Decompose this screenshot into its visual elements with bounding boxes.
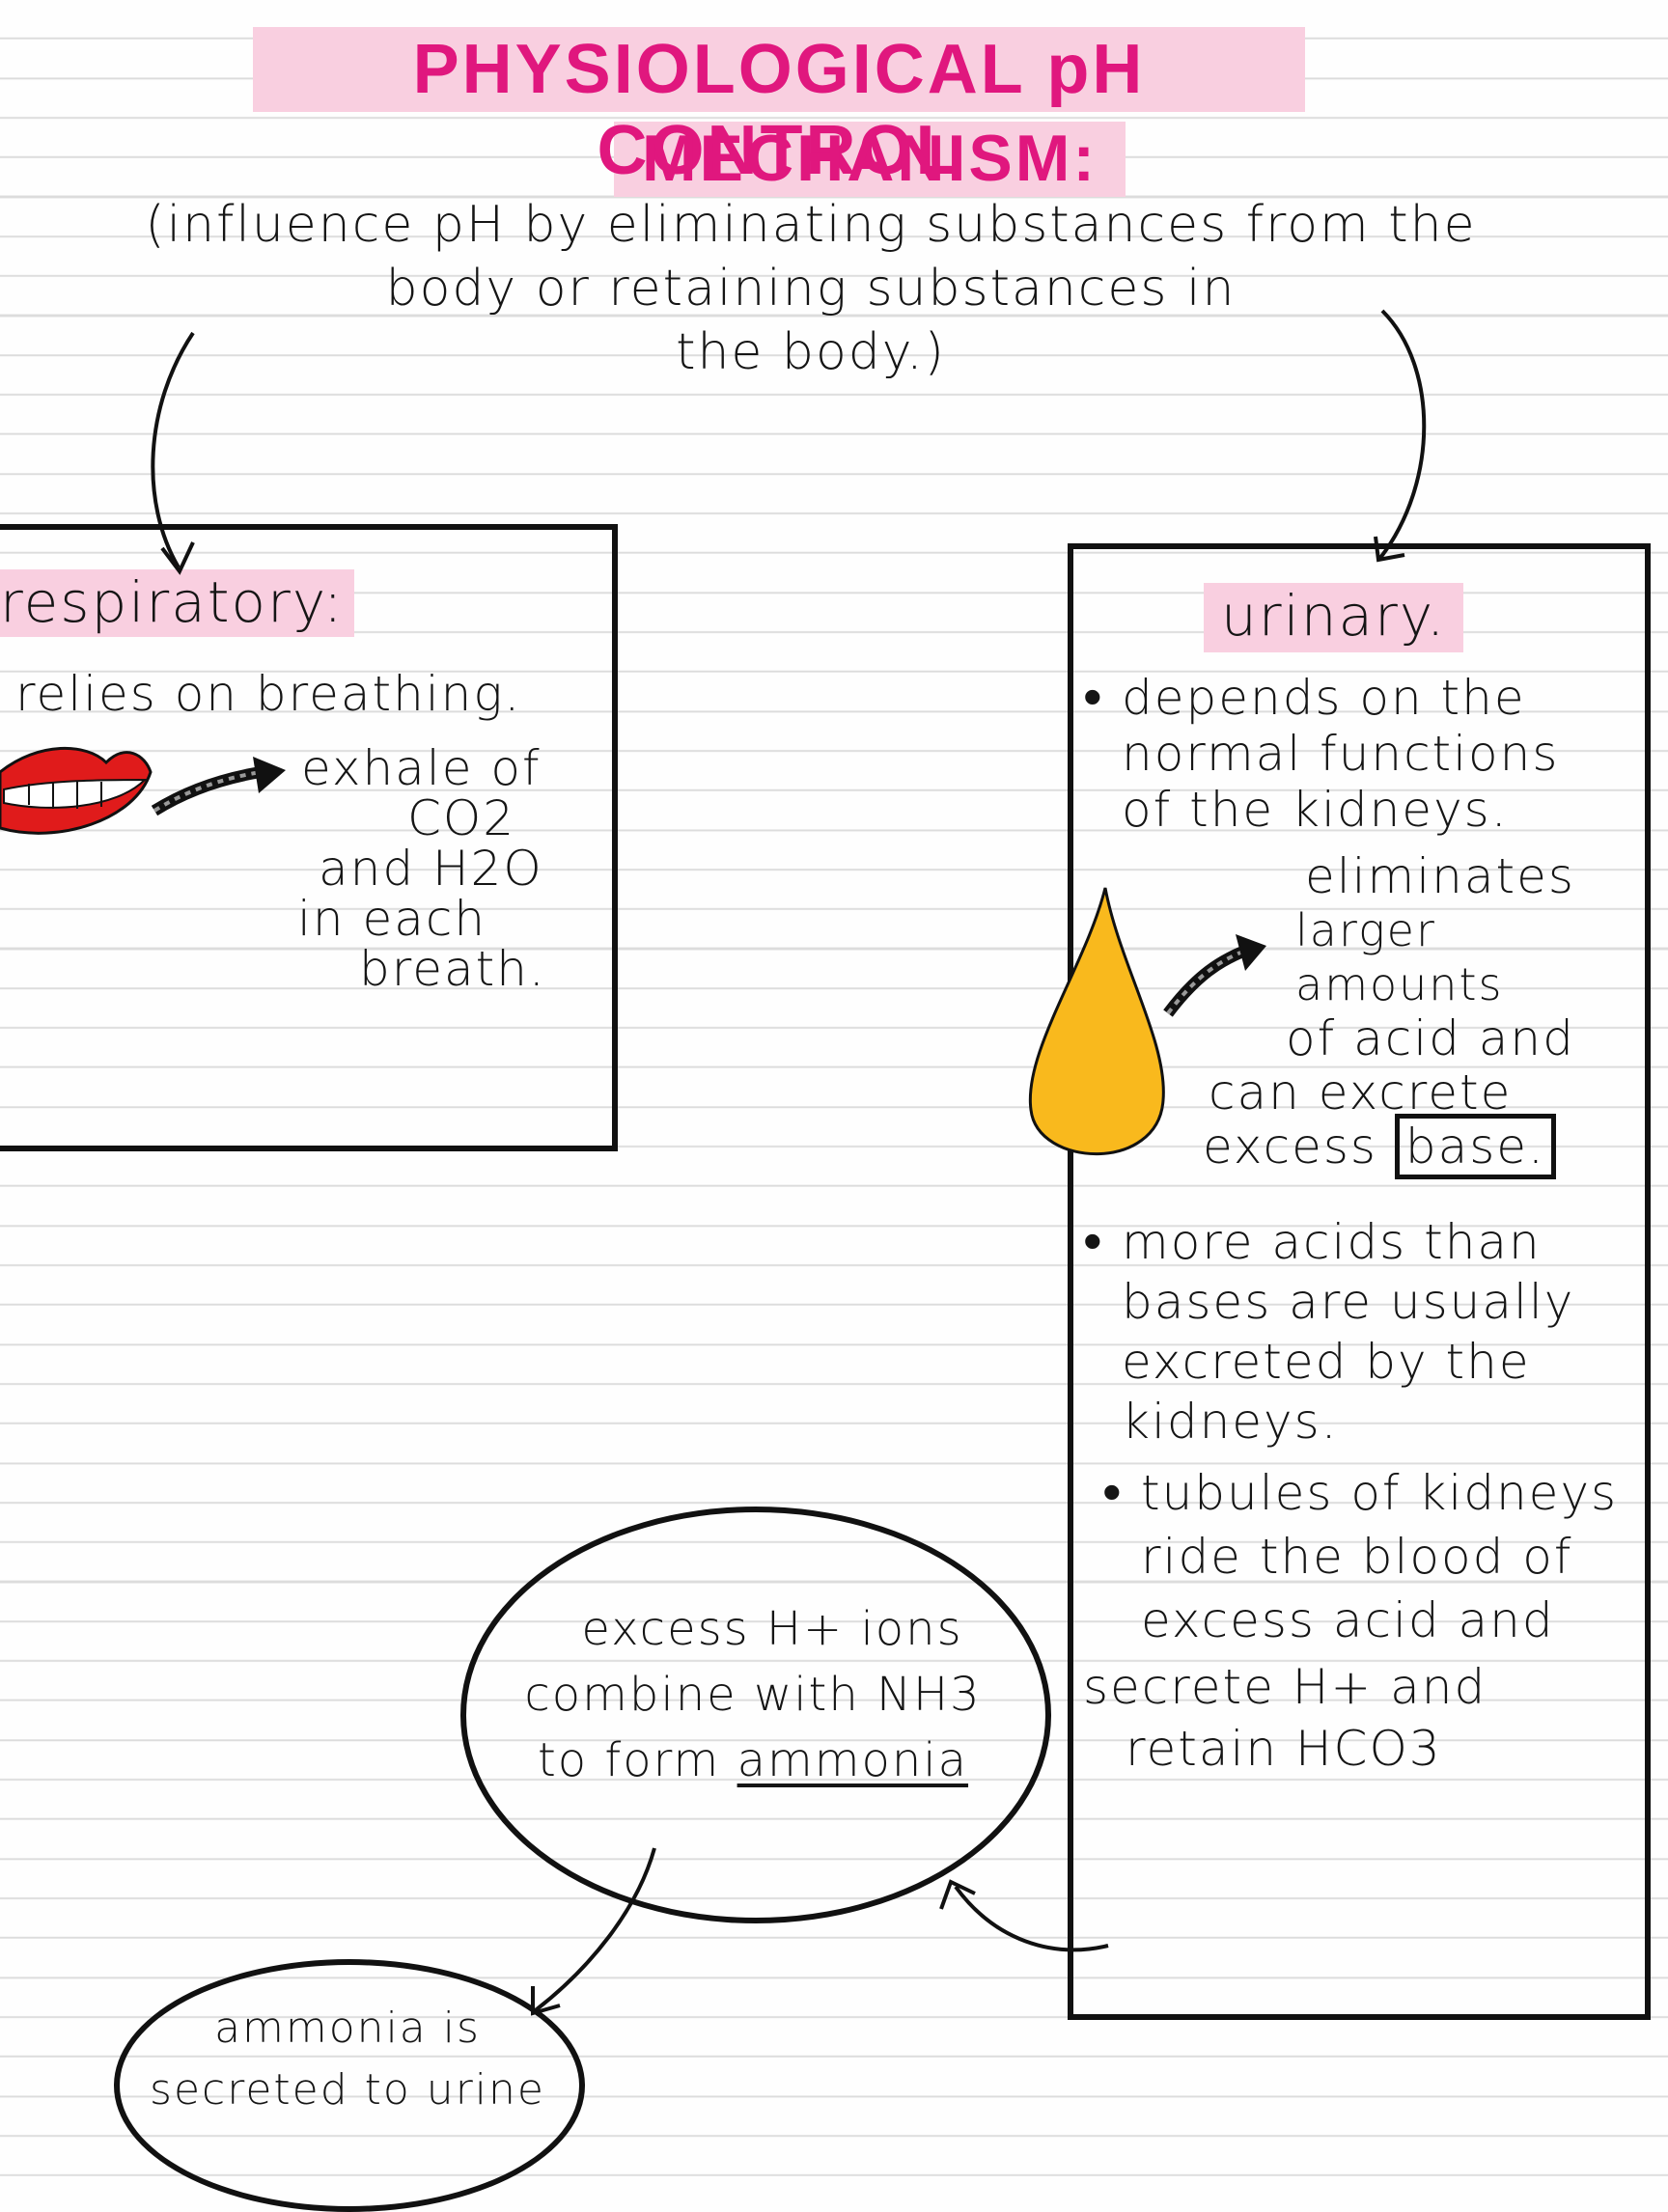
eliminates-line: of acid and <box>1286 1010 1575 1066</box>
eliminates-block: eliminates larger amounts of acid and ca… <box>1203 848 1624 1179</box>
arrow-to-ammonia <box>954 1885 1109 1952</box>
secrete-line: retain HCO3 <box>1126 1721 1442 1777</box>
bubble-line: excess H+ ions <box>581 1602 963 1656</box>
arrow-to-urine <box>535 1847 656 2011</box>
secrete-block: secrete H+ and retain HCO3 <box>1083 1656 1624 1780</box>
eliminates-arrow <box>1163 934 1266 1017</box>
arrow-to-respiratory <box>151 331 195 569</box>
ammonia-bubble-text: excess H+ ions combine with NH3 to form … <box>483 1596 1023 1793</box>
exhale-line: exhale of <box>301 740 542 796</box>
arrow-to-urinary <box>1378 309 1427 560</box>
urinary-list: depends on the normal functions of the k… <box>1083 670 1624 838</box>
urinary-list-3: tubules of kidneys ride the blood of exc… <box>1102 1461 1624 1652</box>
ammonia-bubble <box>460 1507 1051 1923</box>
secrete-line: secrete H+ and <box>1083 1659 1487 1715</box>
urine-bubble-text: ammonia is secreted to urine <box>145 1998 550 2121</box>
exhale-line: CO2 <box>407 790 516 846</box>
intro-line: the body.) <box>676 323 946 381</box>
urine-drop-icon <box>1028 887 1165 1156</box>
title-highlight <box>253 27 1305 112</box>
arrowhead-urine <box>531 1986 561 2016</box>
exhale-line: and H2O <box>319 841 543 897</box>
page-title: PHYSIOLOGICAL pH CONTROL <box>412 31 1146 189</box>
urinary-point-3: tubules of kidneys ride the blood of exc… <box>1102 1461 1624 1652</box>
exhale-line: in each <box>297 891 487 947</box>
bubble-line: combine with NH3 <box>524 1668 982 1722</box>
urinary-heading: urinary. <box>1204 583 1464 652</box>
respiratory-box <box>0 524 618 1151</box>
bubble-line: ammonia is <box>214 2004 481 2053</box>
urinary-point-2: more acids than bases are usually excret… <box>1083 1212 1595 1452</box>
urinary-point-1: depends on the normal functions of the k… <box>1083 670 1575 838</box>
intro-text: (influence pH by eliminating substances … <box>58 193 1564 384</box>
bubble-line: to form ammonia <box>483 1728 1023 1793</box>
eliminates-line: eliminates <box>1305 848 1575 904</box>
page-title-line2: MECHANISM: <box>642 122 1098 195</box>
urinary-box <box>1068 543 1651 2020</box>
lips-icon <box>0 747 153 835</box>
title-highlight-2 <box>614 122 1126 197</box>
excess-word: excess <box>1203 1119 1377 1175</box>
urinary-content: depends on the normal functions of the k… <box>1083 670 1624 1780</box>
eliminates-line: larger amounts <box>1295 904 1504 1010</box>
ammonia-underlined: ammonia <box>737 1733 969 1787</box>
exhale-arrow <box>151 757 286 816</box>
respiratory-subtitle: relies on breathing. <box>15 666 522 722</box>
base-boxed: base. <box>1394 1114 1556 1179</box>
intro-line: body or retaining substances in <box>385 260 1237 318</box>
respiratory-heading: respiratory: <box>0 569 354 637</box>
arrowhead-ammonia <box>939 1879 976 1910</box>
arrowhead-right <box>1374 536 1405 563</box>
excess-base-line: excess base. <box>1203 1114 1624 1179</box>
intro-line: (influence pH by eliminating substances … <box>145 196 1477 254</box>
exhale-text: exhale of CO2 and H2O in each breath. <box>297 740 571 997</box>
eliminates-line: can excrete <box>1209 1065 1513 1120</box>
bubble-prefix: to form <box>537 1733 721 1787</box>
bubble-line: secreted to urine <box>150 2065 545 2115</box>
arrowhead-left <box>160 541 195 575</box>
urinary-list-2: more acids than bases are usually excret… <box>1083 1212 1624 1452</box>
exhale-line: breath. <box>359 941 546 997</box>
